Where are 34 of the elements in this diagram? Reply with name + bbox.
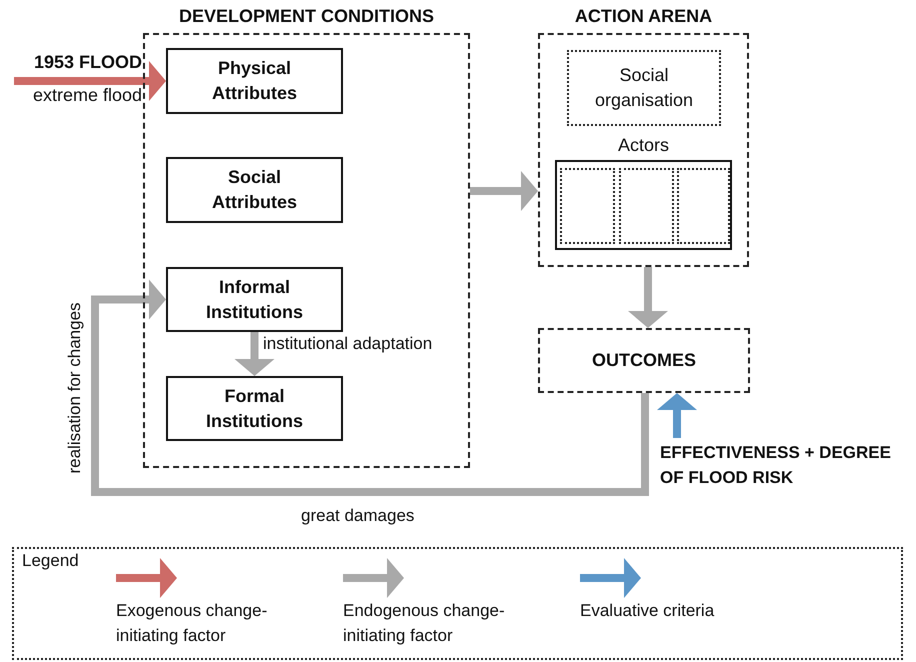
arrow	[657, 393, 697, 438]
box-heading: Actors	[618, 135, 669, 156]
box-label: Informal Institutions	[205, 276, 304, 324]
arrow	[234, 332, 274, 376]
box-label: Social organisation	[594, 64, 694, 112]
factor-heading: 1953 FLOOD	[34, 52, 142, 73]
arrow	[628, 267, 668, 328]
dotted-box	[677, 168, 730, 244]
box-label: OUTCOMES	[590, 349, 697, 372]
dotted-box	[567, 50, 721, 126]
legend-label: Evaluative criteria	[580, 600, 716, 622]
box-label: Social Attributes	[211, 166, 298, 214]
arrow	[470, 171, 538, 211]
outcome-box	[538, 328, 750, 393]
attribute-box	[166, 376, 343, 441]
arrow	[91, 280, 649, 496]
attribute-box	[166, 48, 343, 114]
factor-label: extreme flood	[32, 85, 142, 106]
edge-label: institutional adaptation	[262, 334, 434, 354]
annotation-text: realisation for changes	[65, 302, 85, 474]
legend-label: Endogenous change-initiating factor	[343, 600, 506, 647]
criteria-label: EFFECTIVENESS + DEGREE OF FLOOD RISK	[660, 442, 892, 489]
legend-heading: Legend	[22, 551, 79, 571]
arrow	[14, 61, 166, 101]
dotted-box	[560, 168, 615, 244]
box-label: Physical Attributes	[211, 57, 298, 105]
attribute-box	[166, 267, 343, 332]
legend-label: Exogenous change-initiating factor	[116, 600, 268, 647]
box-label: Formal Institutions	[205, 384, 304, 432]
edge-label: great damages	[300, 506, 416, 526]
section-heading: ACTION ARENA	[574, 6, 712, 27]
section-heading: DEVELOPMENT CONDITIONS	[178, 6, 434, 27]
attribute-box	[166, 157, 343, 223]
dotted-box	[619, 168, 674, 244]
